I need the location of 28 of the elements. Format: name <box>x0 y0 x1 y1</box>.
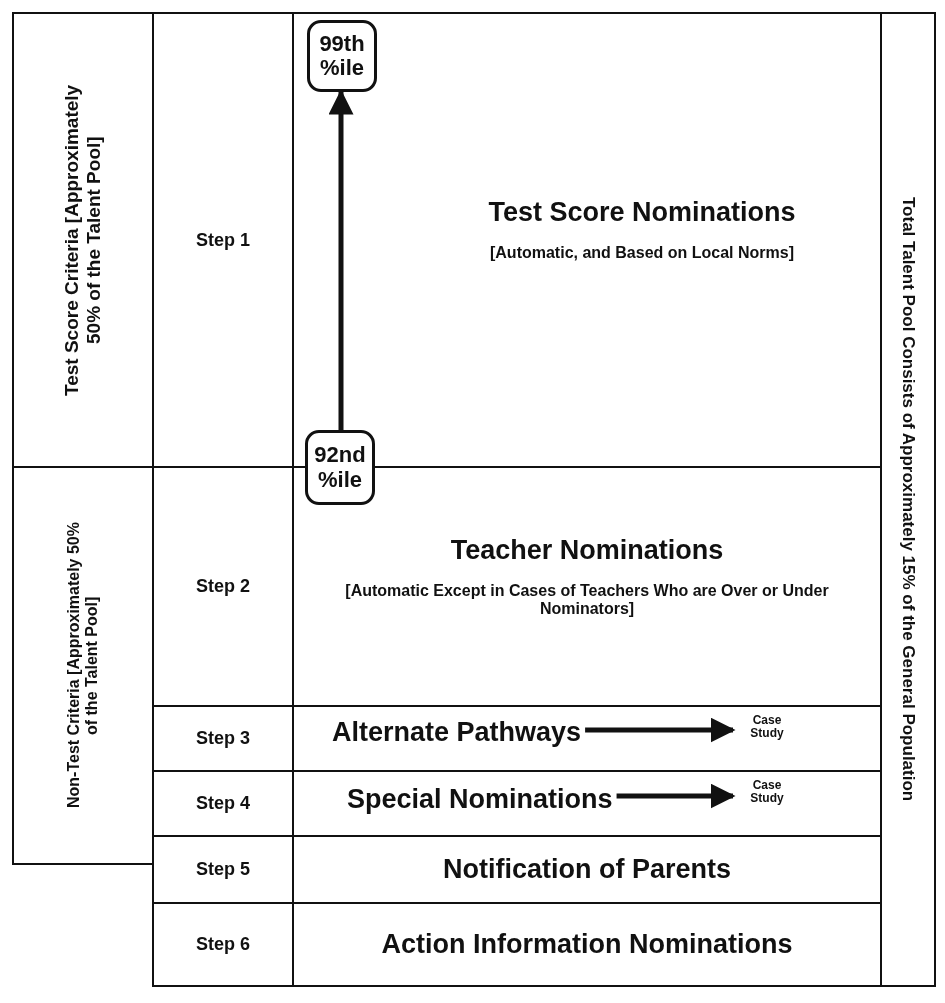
nomination-heading: Test Score Nominations <box>488 197 796 229</box>
arrow <box>616 783 736 809</box>
step-title: Special Nominations <box>347 785 613 815</box>
step-cell <box>152 902 294 987</box>
criteria-band <box>12 466 154 865</box>
band-heading: Non-Test Criteria [Approximately 50% of the Talent Pool] <box>64 521 101 810</box>
nomination-note: [Automatic, and Based on Local Norms] <box>489 244 794 263</box>
step-label: Step 6 <box>196 934 250 955</box>
step-title: Notification of Parents <box>443 853 731 885</box>
arrow <box>585 717 736 743</box>
case-study-label: Case Study <box>737 714 797 741</box>
case-study-label: Case Study <box>737 779 797 806</box>
step-label: Step 5 <box>196 859 250 880</box>
side-heading: Total Talent Pool Consists of Approximately 15% of the General Population <box>898 197 918 802</box>
step-label: Step 2 <box>196 576 250 597</box>
nomination-heading: Teacher Nominations <box>450 534 724 566</box>
step-label: Step 1 <box>196 229 250 251</box>
population-band <box>880 12 936 987</box>
band-heading: Test Score Criteria [Approximately 50% of the Talent Pool] <box>61 83 105 398</box>
step-label: Step 4 <box>196 793 250 814</box>
arrow <box>328 89 354 430</box>
nomination-note: [Automatic Except in Cases of Teachers Who are Over or Under Nominators] <box>344 581 830 619</box>
criteria-band <box>12 12 154 468</box>
step-title: Alternate Pathways <box>332 718 582 748</box>
step-title: Action Information Nominations <box>381 928 793 960</box>
percentile-label: 92nd %ile <box>305 430 375 505</box>
percentile-label: 99th %ile <box>307 20 377 92</box>
step-label: Step 3 <box>196 728 250 749</box>
